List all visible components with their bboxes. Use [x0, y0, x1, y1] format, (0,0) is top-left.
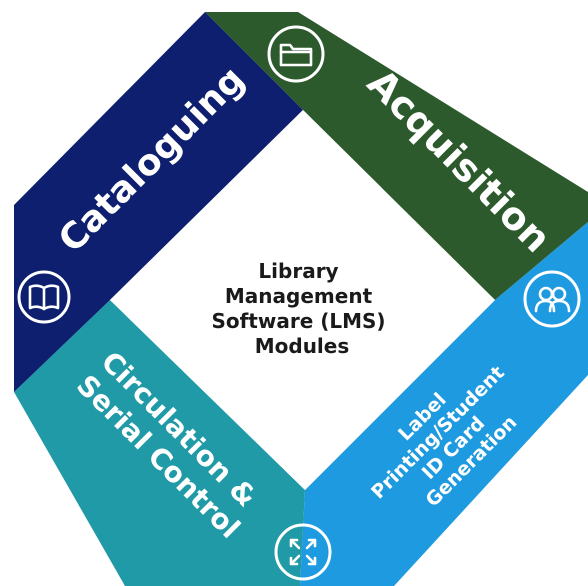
circulation-band: [14, 300, 305, 586]
folder-icon: [267, 25, 325, 83]
label-printing-band: [300, 222, 588, 586]
center-diamond: [110, 110, 495, 490]
circulation-module: Circulation & Serial Control: [14, 300, 305, 586]
label-printing-module: Label Printing/Student ID Card Generatio…: [300, 222, 588, 586]
center-title: Library Management Software (LMS) Module…: [211, 259, 392, 358]
center-line-3: Software (LMS): [211, 309, 385, 333]
expand-arrows-icon: [274, 523, 332, 581]
open-book-icon: [17, 270, 71, 324]
center-line-2: Management: [225, 284, 373, 308]
cataloguing-band: [14, 12, 303, 392]
center-line-1: Library: [258, 259, 338, 283]
people-icon: [523, 270, 581, 328]
center-line-4: Modules: [255, 334, 350, 358]
acquisition-band: [205, 12, 588, 300]
